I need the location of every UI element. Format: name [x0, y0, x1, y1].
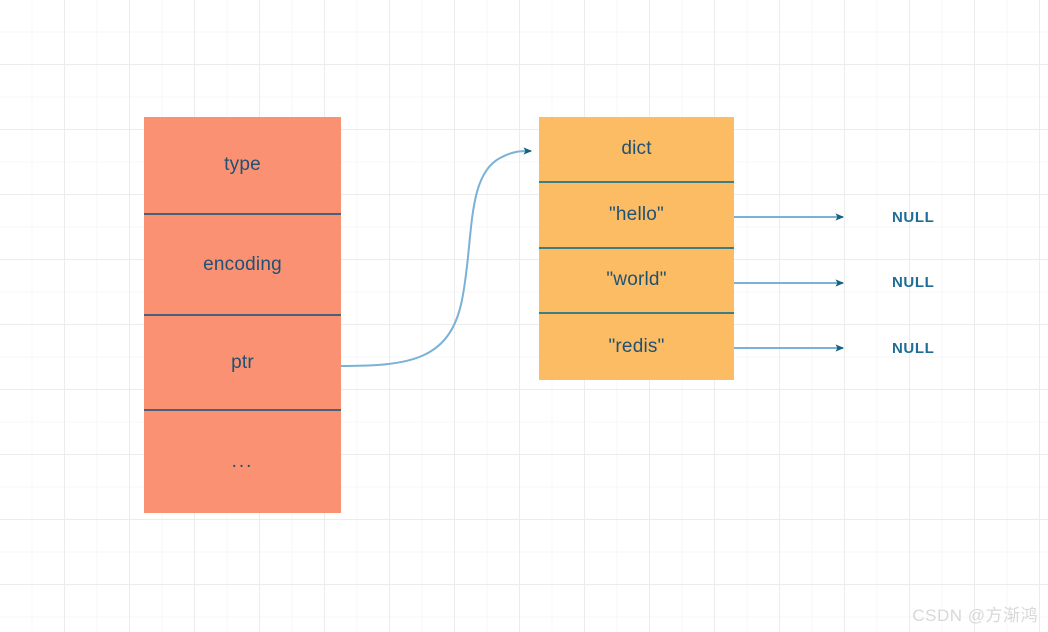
dict-row-header: dict — [539, 117, 734, 183]
null-label-redis: NULL — [892, 340, 935, 357]
edge-ptr-to-dict — [340, 147, 533, 367]
dict-row-redis: "redis" — [539, 314, 734, 380]
dict-box: dict "hello" "world" "redis" — [539, 117, 734, 380]
robj-row-type-label: type — [224, 154, 261, 175]
watermark: CSDN @方渐鸿 — [912, 606, 1038, 625]
robj-row-ptr-label: ptr — [231, 351, 254, 373]
null-label-hello: NULL — [892, 209, 935, 226]
robj-row-encoding-label: encoding — [203, 253, 282, 275]
dict-row-hello: "hello" — [539, 183, 734, 249]
dict-row-header-label: dict — [621, 137, 652, 159]
dict-row-hello-label: "hello" — [608, 203, 665, 225]
dict-row-world-label: "world" — [606, 269, 667, 291]
robj-row-ptr: ptr — [144, 316, 341, 411]
dict-row-redis-label: "redis" — [608, 336, 665, 358]
robj-row-ellipsis-label: ... — [231, 451, 254, 473]
robj-row-encoding: encoding — [144, 215, 341, 316]
robj-row-ellipsis: ... — [144, 411, 341, 513]
robj-row-type: type — [144, 117, 341, 215]
null-label-world: NULL — [892, 274, 935, 291]
redis-object-box: type encoding ptr ... — [144, 117, 341, 513]
dict-row-world: "world" — [539, 249, 734, 315]
